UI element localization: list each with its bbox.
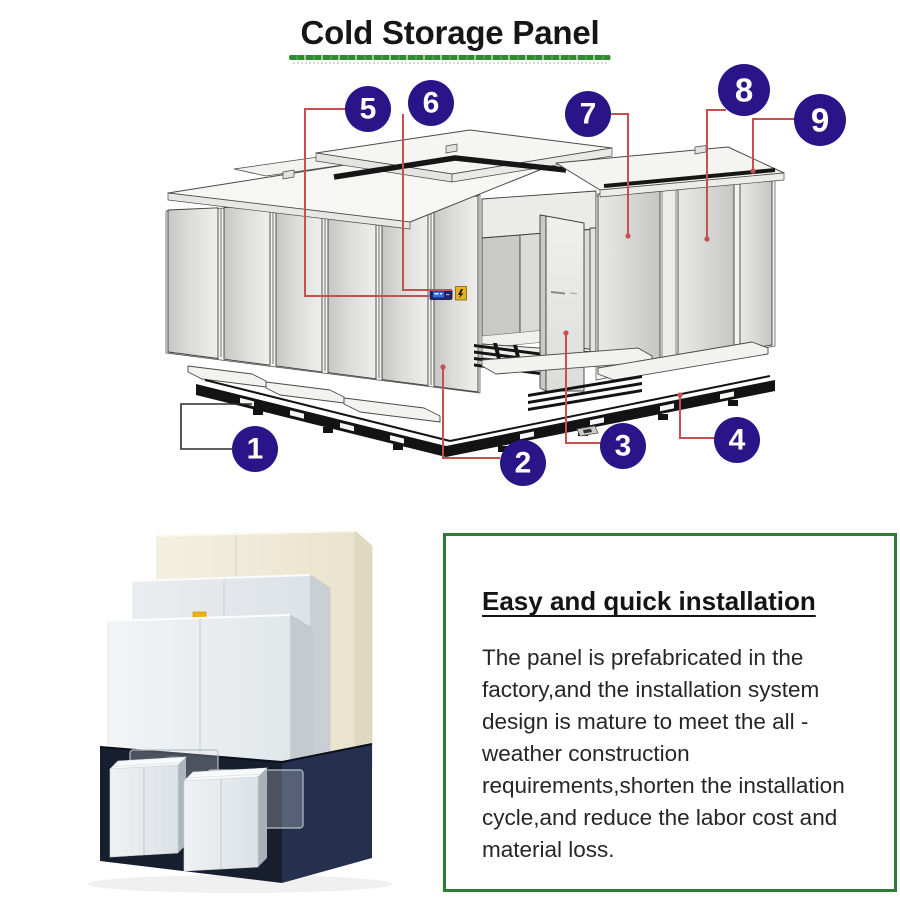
leader-line-4: [679, 395, 715, 439]
callout-2: 2: [500, 440, 546, 486]
callout-9: 9: [794, 94, 846, 146]
title-dotted-underline: [293, 62, 607, 64]
small-panel-box: [109, 756, 187, 858]
info-box: Easy and quick installation The panel is…: [443, 533, 897, 892]
leader-line-8: [706, 109, 726, 238]
warning-sticker: [455, 286, 467, 301]
callout-2-label: 2: [515, 447, 532, 480]
roof-eave-edge: [167, 192, 411, 230]
wall-stud: [661, 187, 677, 363]
floor-joists: [528, 375, 642, 411]
left-wall-panels: [165, 194, 481, 394]
floor-ledge: [187, 365, 267, 388]
callouts: 1 2 3 4 5 6 7 8 9: [232, 64, 846, 486]
door-jamb: [589, 227, 597, 354]
leader-line-5: [304, 108, 429, 297]
base-rail-left: [196, 384, 446, 457]
callout-6: 6: [408, 80, 454, 126]
lightning-icon: [458, 289, 464, 299]
leader-line-9: [752, 118, 795, 170]
callout-8: 8: [718, 64, 770, 116]
title-brush-underline: [289, 55, 611, 60]
callout-4-label: 4: [729, 424, 746, 457]
callout-8-label: 8: [735, 72, 753, 109]
callout-9-label: 9: [811, 102, 829, 139]
callout-5: 5: [345, 86, 391, 132]
leader-line-7: [611, 113, 629, 235]
cold-room-illustration: [165, 129, 785, 457]
info-box-body: The panel is prefabricated in the factor…: [482, 645, 845, 862]
temperature-display: [429, 289, 453, 300]
leader-line-1: [180, 403, 252, 450]
callout-7: 7: [565, 91, 611, 137]
display-screen: [433, 291, 444, 298]
wall-panel: [327, 200, 377, 380]
floor-ledge: [343, 397, 441, 423]
leader-line-3: [565, 333, 601, 444]
roof-shadow-gap: [333, 155, 567, 180]
roof-shadow-gap: [603, 168, 776, 188]
callout-3: 3: [600, 423, 646, 469]
leader-lines: [180, 108, 795, 459]
ground-shadow: [88, 875, 392, 893]
panel-back-side: [354, 530, 373, 769]
callout-5-label: 5: [360, 93, 377, 126]
wall-panel: [275, 202, 323, 373]
page-title: Cold Storage Panel: [300, 14, 600, 51]
wall-panel: [223, 204, 271, 366]
wall-panel: [739, 179, 773, 351]
floor-ledge: [265, 381, 345, 404]
right-wall-panels: [595, 178, 776, 381]
info-box-heading: Easy and quick installation: [482, 586, 816, 616]
callout-4: 4: [714, 417, 760, 463]
floor-ledge: [597, 341, 769, 381]
panel-stack-photo: [88, 530, 392, 893]
base-rail-right: [446, 380, 775, 457]
page-header: Cold Storage Panel: [0, 14, 900, 64]
door-handle: [550, 291, 566, 295]
door-leaf: [545, 215, 585, 392]
roof-assembly: [167, 129, 785, 230]
leader-line-6: [402, 114, 452, 291]
small-panel-box: [183, 767, 268, 872]
leader-dots: [440, 168, 756, 398]
rail-notches: [240, 391, 734, 444]
wall-panel: [167, 207, 219, 359]
callout-3-label: 3: [615, 430, 632, 463]
roof-clip: [282, 169, 295, 180]
callout-6-label: 6: [423, 87, 440, 120]
interior-left-wall: [481, 234, 521, 344]
roof-clip: [445, 143, 458, 154]
vent-piece: [576, 425, 599, 437]
leader-line-2: [442, 367, 500, 459]
callout-1-label: 1: [247, 433, 264, 466]
callout-7-label: 7: [580, 98, 597, 131]
base-crate-side: [282, 744, 372, 883]
callout-1: 1: [232, 426, 278, 472]
base-ledges: [187, 341, 769, 423]
